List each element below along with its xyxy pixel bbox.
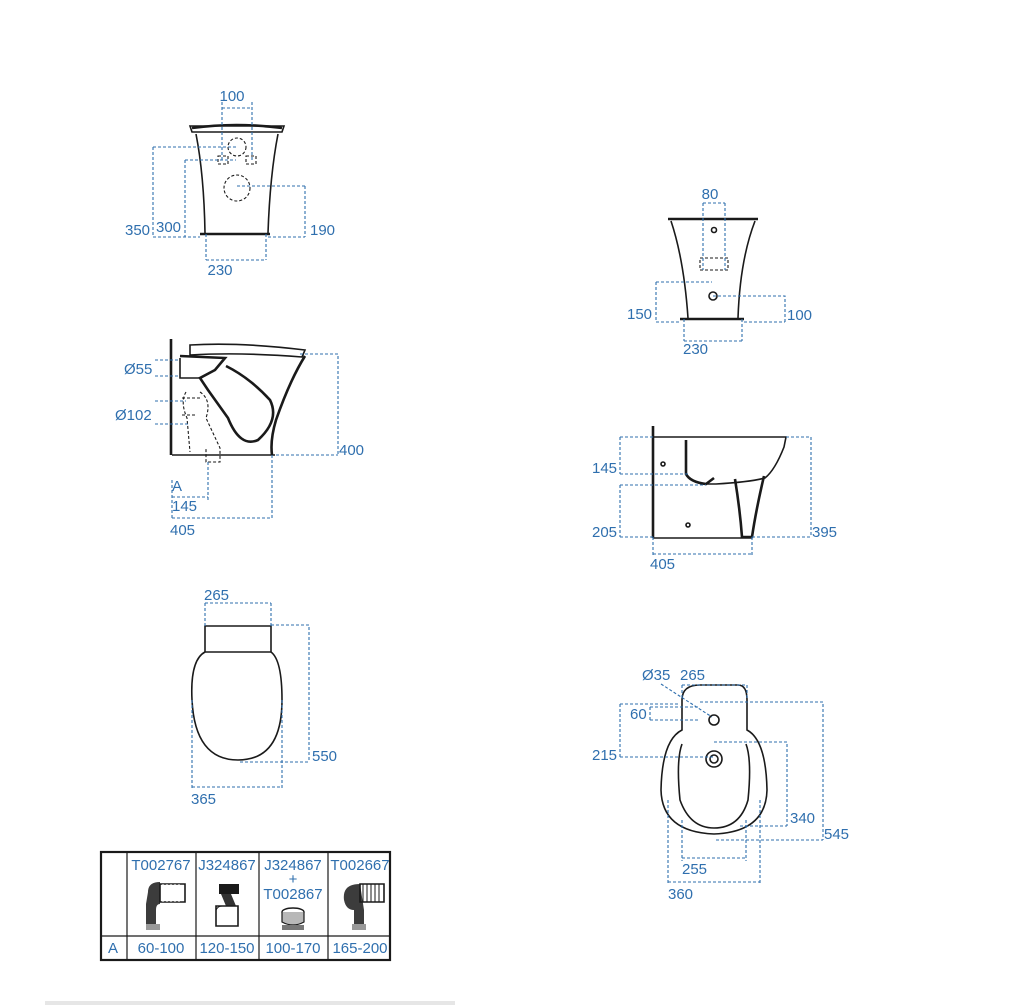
wc-side-label-a: A [172,478,182,495]
table-col2-range: 120-150 [199,940,254,957]
table-col1-range: 60-100 [138,940,185,957]
bottom-divider [45,1001,455,1005]
connector-pipe-icon-3 [281,907,305,930]
bidet-front-dim-80: 80 [702,186,719,203]
wc-front-dim-350: 350 [125,222,150,239]
connector-pipe-icon-1 [146,882,186,930]
bidet-side-dim-405: 405 [650,556,675,573]
bidet-top-dim-265: 265 [680,667,705,684]
table-col4-code: T002667 [330,857,389,874]
bidet-top-dim-60: 60 [630,706,647,723]
bidet-top-dim-340: 340 [790,810,815,827]
wc-front-dim-100: 100 [219,88,244,105]
bidet-front-view: 80 150 100 230 [627,186,812,358]
wc-side-dim-55: Ø55 [124,361,152,378]
table-col3-range: 100-170 [265,940,320,957]
wc-front-dim-300: 300 [156,219,181,236]
table-col3-plus: + [289,871,298,888]
bidet-top-dim-255: 255 [682,861,707,878]
table-col2-code: J324867 [198,857,256,874]
connector-pipe-icon-2 [215,884,239,927]
wc-side-dim-145: 145 [172,498,197,515]
wc-front-dim-230: 230 [207,262,232,279]
wc-side-dim-102: Ø102 [115,407,152,424]
bidet-top-dim-215: 215 [592,747,617,764]
wc-side-view: Ø55 Ø102 400 A 145 405 [115,339,364,539]
wc-top-dim-265: 265 [204,587,229,604]
table-row-label-a: A [108,940,118,957]
table-col3-code2: T002867 [263,886,322,903]
bidet-side-dim-145: 145 [592,460,617,477]
bidet-front-dim-100: 100 [787,307,812,324]
wc-front-view: 100 350 300 190 230 [125,88,335,279]
wc-side-dim-400: 400 [339,442,364,459]
wc-top-dim-365: 365 [191,791,216,808]
bidet-front-dim-150: 150 [627,306,652,323]
connector-table: A T002767 60-100 J324867 120-150 J324867… [99,850,392,962]
table-col1-code: T002767 [131,857,190,874]
wc-front-dim-190: 190 [310,222,335,239]
bidet-side-dim-395: 395 [812,524,837,541]
connector-pipe-icon-4 [343,883,385,930]
table-col4-range: 165-200 [332,940,387,957]
bidet-top-dim-35: Ø35 [642,667,670,684]
bidet-side-dim-205: 205 [592,524,617,541]
wc-top-view: 265 550 365 [190,587,337,808]
bidet-top-dim-360: 360 [668,886,693,903]
wc-side-dim-405: 405 [170,522,195,539]
bidet-front-dim-230: 230 [683,341,708,358]
wc-top-dim-550: 550 [312,748,337,765]
bidet-top-view: Ø35 265 60 215 340 545 255 360 [592,667,849,903]
bidet-side-view: 145 205 395 405 [592,426,837,573]
bidet-top-dim-545: 545 [824,826,849,843]
table-col3-code: J324867 [264,857,322,874]
